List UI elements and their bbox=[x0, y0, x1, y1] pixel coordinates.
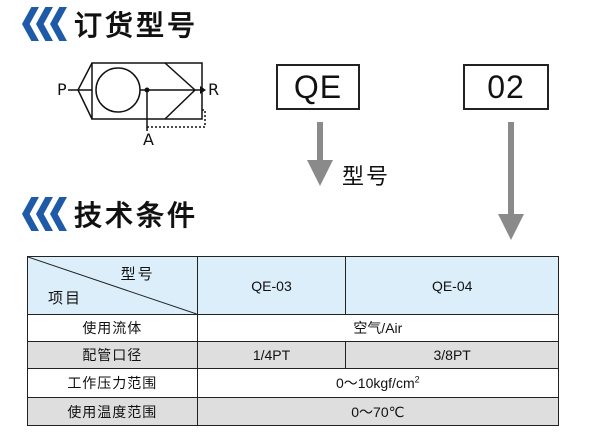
port-p-label: P bbox=[57, 80, 67, 99]
chevron-left-icon bbox=[22, 7, 67, 41]
diagonal-divider bbox=[28, 257, 197, 314]
model-type-label: 型号 bbox=[342, 165, 391, 190]
pressure-range-value: 0～10kgf/cm bbox=[336, 375, 415, 391]
row-value: 空气/Air bbox=[196, 314, 560, 342]
row-value: 0～70℃ bbox=[196, 397, 560, 426]
model-column-header: QE-03 bbox=[196, 256, 347, 315]
ordering-section-header: 订货型号 bbox=[22, 4, 198, 44]
model-column-header: QE-04 bbox=[345, 256, 559, 315]
table-row: 使用温度范围 0～70℃ bbox=[27, 397, 560, 426]
spec-table: 型号 项目 QE-03 QE-04 使用流体 空气/Air 配管口径 1/4PT… bbox=[27, 256, 560, 426]
row-label: 工作压力范围 bbox=[27, 368, 198, 398]
table-row: 配管口径 1/4PT 3/8PT bbox=[27, 341, 559, 369]
row-value: 0～10kgf/cm2 bbox=[196, 368, 560, 398]
model-size-box: 02 bbox=[463, 64, 549, 110]
header-model-label: 型号 bbox=[120, 266, 155, 283]
model-prefix-box: QE bbox=[276, 64, 360, 110]
table-row: 使用流体 空气/Air bbox=[27, 314, 560, 342]
port-r-label: R bbox=[208, 80, 220, 99]
ordering-title: 订货型号 bbox=[74, 9, 199, 42]
table-corner-header: 型号 项目 bbox=[27, 256, 198, 315]
table-header-row: 型号 项目 QE-03 QE-04 bbox=[27, 256, 559, 315]
technical-title: 技术条件 bbox=[74, 199, 199, 232]
table-row: 工作压力范围 0～10kgf/cm2 bbox=[27, 368, 560, 398]
port-a-label: A bbox=[143, 130, 154, 149]
valve-symbol-icon bbox=[68, 62, 206, 131]
row-value: 1/4PT bbox=[196, 341, 347, 369]
row-label: 使用温度范围 bbox=[27, 397, 198, 426]
unit-superscript: 2 bbox=[414, 374, 420, 385]
row-label: 配管口径 bbox=[27, 341, 198, 369]
header-item-label: 项目 bbox=[48, 290, 83, 307]
row-value: 3/8PT bbox=[345, 341, 559, 369]
technical-section-header: 技术条件 bbox=[22, 194, 198, 234]
chevron-left-icon bbox=[22, 197, 67, 231]
row-label: 使用流体 bbox=[27, 314, 198, 342]
